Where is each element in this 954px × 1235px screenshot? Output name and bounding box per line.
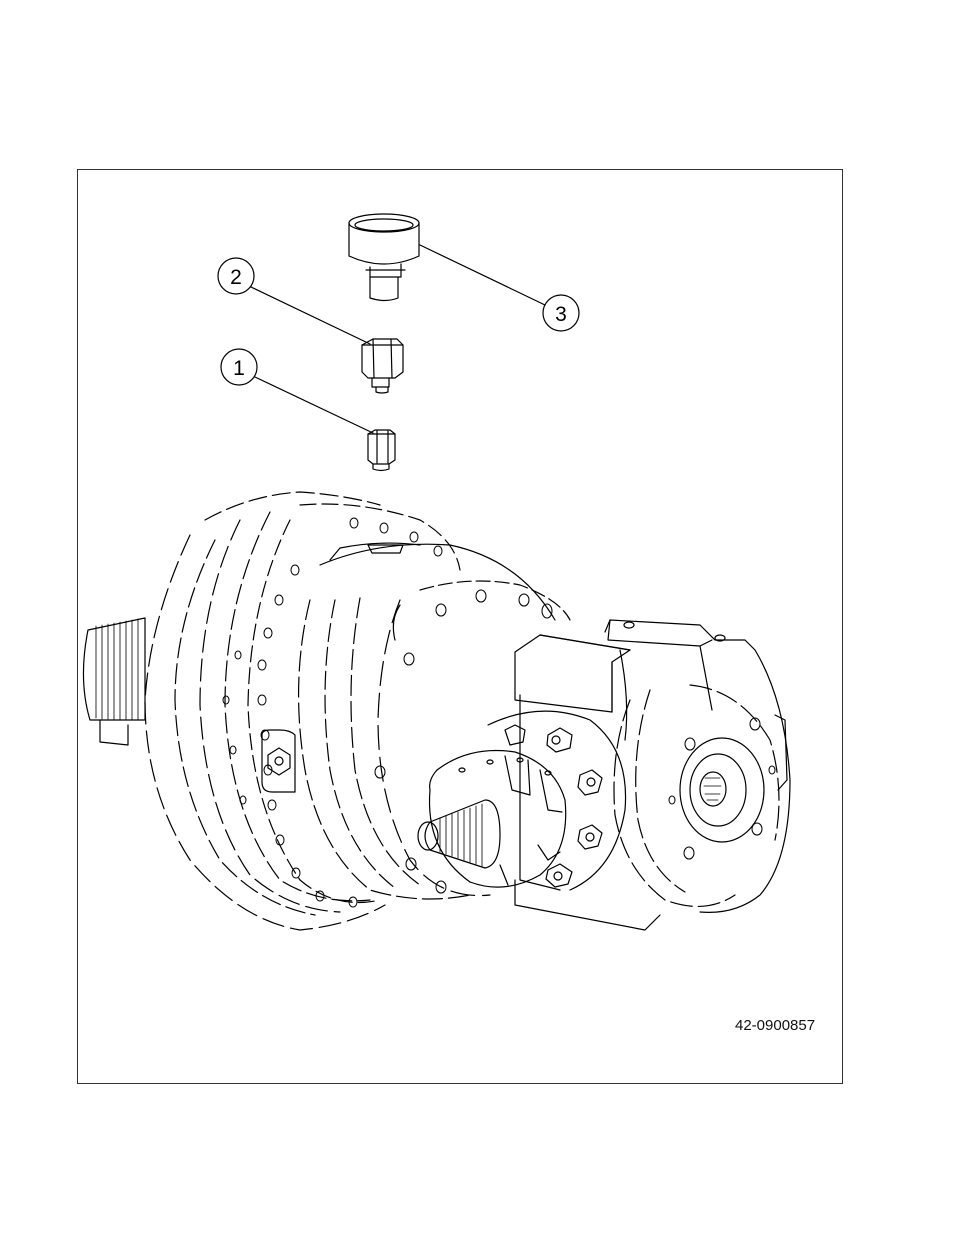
callout-label-2: 2 — [230, 266, 242, 289]
part-2-adapter-fitting — [362, 339, 403, 393]
callout-label-1: 1 — [233, 357, 245, 380]
drive-assembly — [83, 492, 790, 930]
part-3-plug-cap — [349, 214, 419, 301]
callout-label-3: 3 — [555, 303, 567, 326]
figure-number: 42-0900857 — [735, 1017, 815, 1034]
part-1-small-fitting — [368, 430, 395, 471]
